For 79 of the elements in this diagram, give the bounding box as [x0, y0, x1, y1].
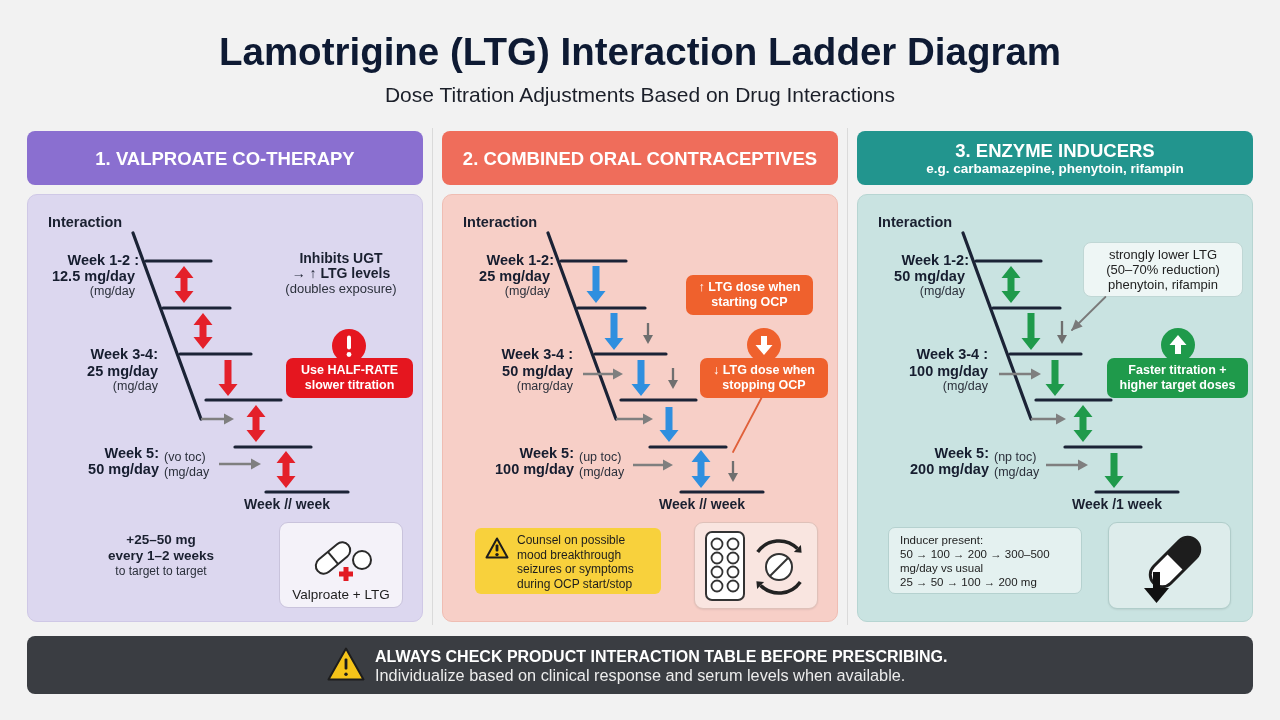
section-label: Interaction	[463, 213, 538, 231]
titration-note: +25–50 mg	[126, 532, 196, 548]
dose-label: 25 mg/day	[87, 363, 158, 379]
note-text: (doubles exposure)	[285, 280, 397, 296]
banner-heading: ALWAYS CHECK PRODUCT INTERACTION TABLE BEFORE PRESCRIBING.	[375, 648, 948, 666]
panel-body	[27, 194, 423, 622]
titration-note: to target to target	[115, 564, 207, 578]
info-card	[279, 522, 403, 608]
callout-text: Use HALF-RATE slower titration	[300, 363, 399, 393]
banner-text: Individualize based on clinical response and serum levels when available.	[375, 666, 906, 684]
note-text: Inhibits UGT	[299, 250, 383, 266]
info-card	[694, 522, 818, 609]
info-text: Inducer present:	[900, 532, 984, 547]
dose-label: 100 mg/day	[909, 363, 988, 379]
warning-box	[475, 528, 661, 594]
week-label: Week 5:	[104, 445, 159, 461]
dose-label: 200 mg/day	[910, 461, 989, 477]
info-card	[1108, 522, 1231, 609]
panel-body	[857, 194, 1253, 622]
axis-label: Week // week	[243, 496, 331, 512]
week-label: Week 3-4 :	[501, 346, 573, 362]
callout-box	[700, 358, 828, 398]
panel-header	[27, 131, 423, 185]
week-label: Week 1-2:	[901, 252, 969, 268]
panel-title: 1. VALPROATE CO-THERAPY	[95, 147, 355, 169]
unit-note: (mg/day	[994, 465, 1040, 479]
leader-arrow	[1071, 296, 1107, 331]
card-caption: Valproate + LTG	[292, 587, 390, 603]
axis-label: Week // week	[658, 496, 746, 512]
panel-header	[857, 131, 1253, 185]
info-box	[888, 527, 1082, 594]
unit-note: (np toc)	[994, 450, 1037, 464]
week-label: Week 1-2:	[486, 252, 554, 268]
panel-body	[442, 194, 838, 622]
note-text: → ↑ LTG levels	[291, 265, 391, 281]
warning-banner	[27, 636, 1253, 694]
title: Lamotrigine (LTG) Interaction Ladder Diagram	[218, 29, 1062, 75]
unit-note: (mg/day	[164, 465, 210, 479]
week-label: Week 5:	[934, 445, 989, 461]
week-label: Week 1-2 :	[67, 252, 139, 268]
unit-note: (marg/day	[516, 379, 573, 393]
unit-note: (mg/day	[89, 284, 135, 298]
week-label: Week 3-4:	[90, 346, 158, 362]
unit-note: (mg/day	[112, 379, 158, 393]
callout-box	[1107, 358, 1248, 398]
section-label: Interaction	[48, 213, 123, 231]
panel-title: 3. ENZYME INDUCERS	[955, 139, 1155, 161]
dose-label: 50 mg/day	[502, 363, 573, 379]
unit-note: (mg/day	[942, 379, 988, 393]
info-text: 50 → 100 → 200 → 300–500 mg/day vs usual	[900, 546, 1051, 575]
callout-text: Faster titration + higher target doses	[1118, 363, 1237, 393]
subtitle: Dose Titration Adjustments Based on Drug Interactions	[384, 83, 896, 107]
axis-label: Week /1 week	[1072, 496, 1162, 512]
info-text: 25 → 50 → 100 → 200 mg	[900, 574, 1037, 589]
callout-box	[286, 358, 413, 398]
unit-note: (vo toc)	[164, 450, 206, 464]
dose-label: 50 mg/day	[88, 461, 159, 477]
unit-note: (up toc)	[579, 450, 622, 464]
unit-note: (mg/day	[504, 284, 550, 298]
info-text: strongly lower LTG (50–70% reduction) phenytoin, rifampin	[1105, 247, 1221, 292]
week-label: Week 5:	[519, 445, 574, 461]
dose-label: 12.5 mg/day	[52, 268, 135, 284]
titration-note: every 1–2 weeks	[108, 548, 214, 564]
section-label: Interaction	[878, 213, 953, 231]
unit-note: (mg/day	[919, 284, 965, 298]
dose-label: 25 mg/day	[479, 268, 550, 284]
dose-label: 100 mg/day	[495, 461, 574, 477]
callout-text: ↑ LTG dose when starting OCP	[697, 280, 802, 310]
panel-subtitle: e.g. carbamazepine, phenytoin, rifampin	[926, 160, 1184, 177]
info-box	[1083, 242, 1243, 297]
leader-line	[732, 397, 763, 453]
week-label: Week 3-4 :	[916, 346, 988, 362]
unit-note: (mg/day	[579, 465, 625, 479]
panel-header	[442, 131, 838, 185]
callout-box	[686, 275, 813, 315]
callout-text: ↓ LTG dose when stopping OCP	[712, 363, 816, 393]
warning-text: Counsel on possible mood breakthrough seizures or symptoms during OCP start/stop	[517, 533, 635, 591]
dose-label: 50 mg/day	[894, 268, 965, 284]
panel-title: 2. COMBINED ORAL CONTRACEPTIVES	[462, 147, 818, 169]
